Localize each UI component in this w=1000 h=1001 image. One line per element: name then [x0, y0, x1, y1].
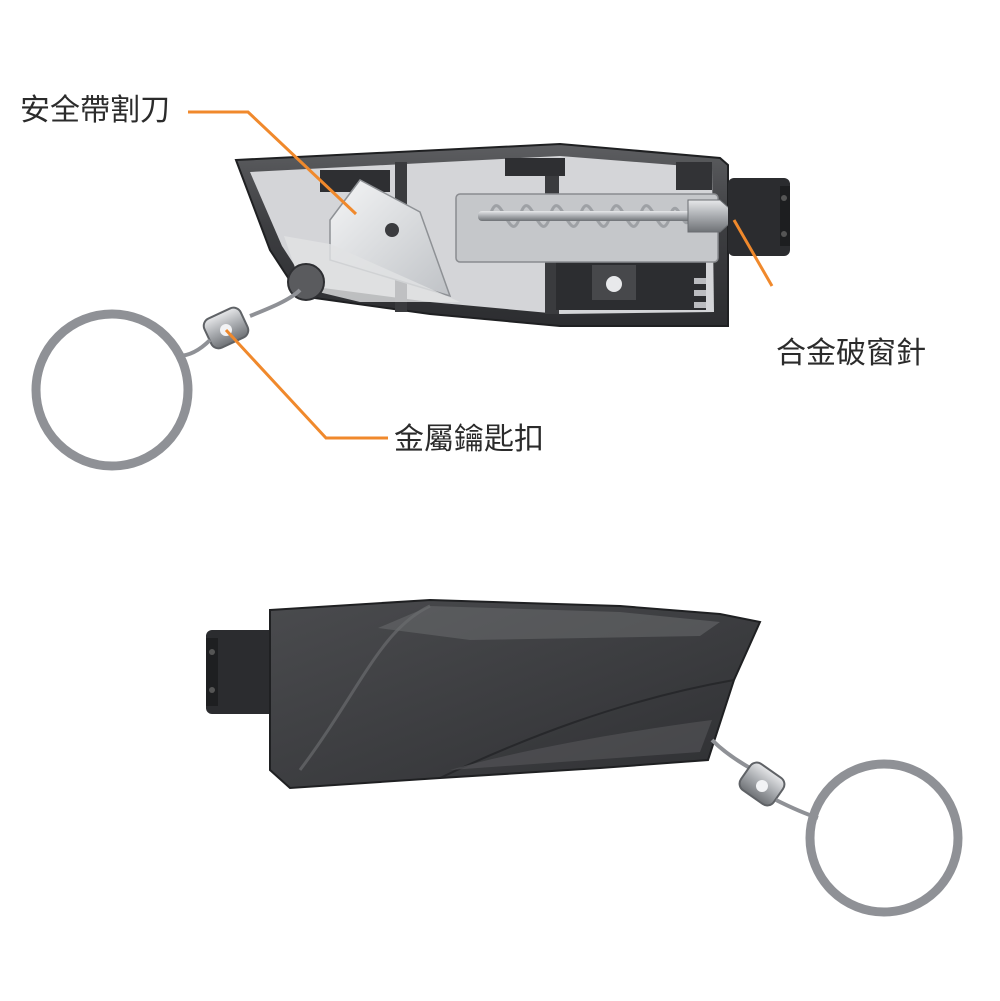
label-window-breaker-needle: 合金破窗針 — [776, 336, 926, 371]
label-metal-keychain: 金屬鑰匙扣 — [394, 422, 544, 457]
key-ring-icon — [710, 738, 963, 917]
label-seatbelt-cutter: 安全帶割刀 — [20, 93, 170, 128]
cutaway-tool-illustration — [234, 142, 790, 327]
key-ring-icon — [31, 288, 302, 471]
assembled-tool-illustration — [206, 598, 762, 790]
callout-leaders — [188, 110, 774, 440]
